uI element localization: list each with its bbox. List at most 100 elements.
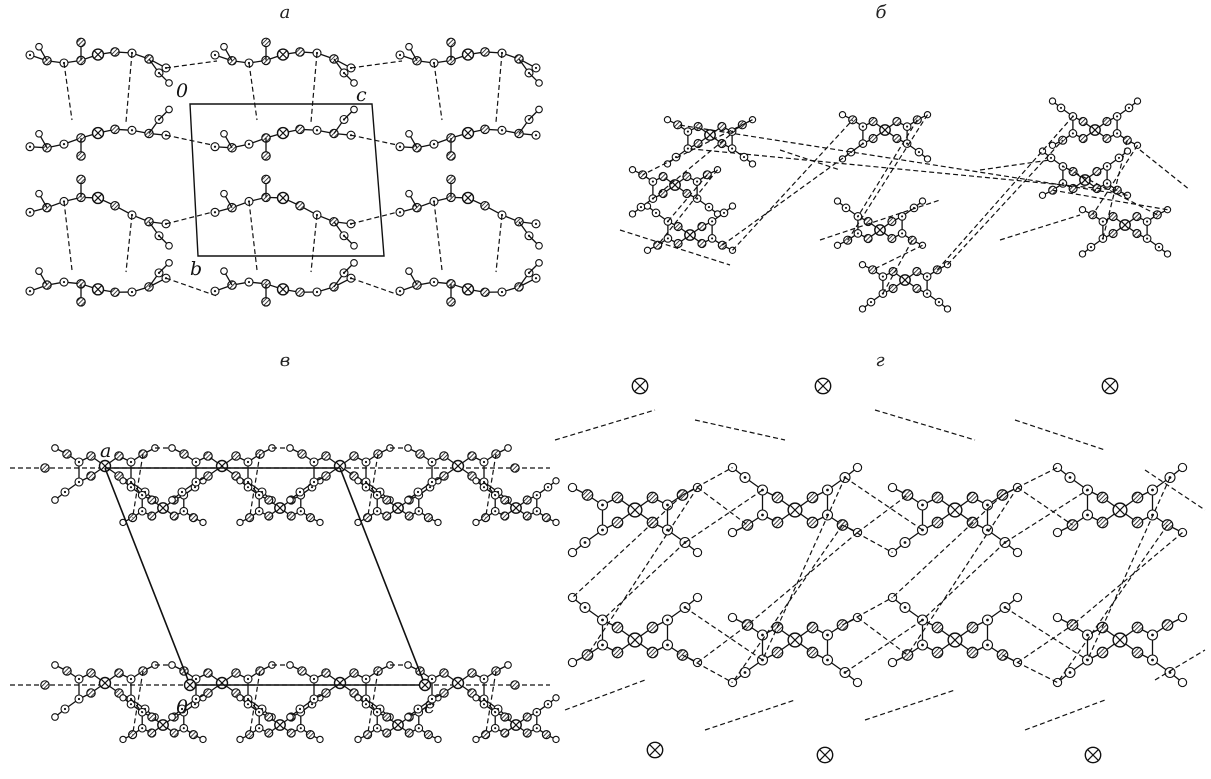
hydrogen-atom <box>236 518 244 527</box>
oxygen-atom <box>1096 516 1109 529</box>
oxygen-atom <box>188 730 198 740</box>
carbon-atom-dot <box>906 142 909 145</box>
hydrogen-bond-line <box>249 453 261 518</box>
carbon-atom-dot <box>310 486 314 489</box>
metal-atom-cross <box>875 225 885 235</box>
oxygen-atom <box>966 646 979 659</box>
metal-atom-cross <box>158 503 168 513</box>
hydrogen-atom <box>887 657 898 668</box>
hydrogen-atom <box>504 444 512 452</box>
carbon-atom-dot <box>77 677 81 681</box>
metal-atom-cross <box>900 275 910 285</box>
hydrogen-atom <box>643 246 652 254</box>
hydrogen-bond-line <box>694 419 786 441</box>
oxygen-atom <box>439 471 449 481</box>
metal-atom-cross <box>685 230 695 240</box>
carbon-atom-dot <box>856 232 859 235</box>
oxygen-atom <box>931 621 944 634</box>
hydrogen-atom <box>1078 250 1087 258</box>
hydrogen-bond-line <box>310 214 318 273</box>
hydrogen-atom <box>199 735 207 744</box>
carbon-atom-dot <box>312 697 316 701</box>
oxygen-atom <box>500 511 510 521</box>
hydrogen-bond-line <box>747 532 858 626</box>
carbon-atom-dot <box>696 197 699 200</box>
carbon-atom-dot <box>398 290 402 293</box>
carbon-atom-dot <box>1151 658 1154 662</box>
hydrogen-atom <box>887 482 898 493</box>
oxygen-atom <box>771 516 784 529</box>
carbon-atom-dot <box>180 707 184 711</box>
carbon-atom-dot <box>430 480 434 484</box>
carbon-atom-dot <box>1116 115 1119 118</box>
oxygen-atom <box>887 216 897 227</box>
carbon-atom-dot <box>743 476 747 479</box>
hydrogen-atom <box>535 259 543 267</box>
carbon-atom-dot <box>686 130 689 133</box>
hydrogen-atom <box>350 241 358 250</box>
hydrogen-bond-line <box>1144 469 1206 511</box>
carbon-atom-dot <box>844 206 848 209</box>
hydrogen-bond-line <box>1052 189 1168 211</box>
carbon-atom-dot <box>315 290 319 294</box>
hydrogen-atom <box>535 79 543 87</box>
oxygen-atom <box>931 516 944 529</box>
carbon-atom-dot <box>1106 165 1109 168</box>
carbon-atom-dot <box>194 697 198 701</box>
carbon-atom-dot <box>986 618 989 622</box>
carbon-atom-dot <box>130 129 134 132</box>
carbon-atom-dot <box>312 480 316 484</box>
hydrogen-atom <box>1052 462 1063 473</box>
hydrogen-atom <box>663 116 672 124</box>
hydrogen-bond-line <box>1057 524 1168 683</box>
hydrogen-bond-line <box>485 670 497 735</box>
metal-atom-cross <box>819 749 831 761</box>
oxygen-atom <box>673 120 683 130</box>
carbon-atom-dot <box>194 460 198 464</box>
oxygen-atom <box>415 449 425 459</box>
oxygen-atom <box>147 511 157 521</box>
oxygen-atom <box>295 200 305 211</box>
carbon-atom-dot <box>601 503 604 507</box>
carbon-atom-dot <box>986 503 989 507</box>
carbon-atom-dot <box>534 134 538 137</box>
hydrogen-atom <box>316 518 324 527</box>
hydrogen-bond-line <box>684 489 763 543</box>
oxygen-atom <box>179 449 189 459</box>
carbon-atom-dot <box>193 703 197 706</box>
oxygen-atom <box>321 471 331 481</box>
carbon-atom-dot <box>1116 132 1119 135</box>
hydrogen-bond-line <box>652 124 743 200</box>
metal-atom-cross <box>1104 380 1116 392</box>
carbon-atom-dot <box>180 490 184 494</box>
oxygen-atom <box>480 200 490 211</box>
oxygen-atom <box>114 668 124 678</box>
metal-atom-cross <box>463 128 473 138</box>
oxygen-atom <box>931 491 944 504</box>
hydrogen-bond-line <box>1002 654 1058 684</box>
oxygen-atom <box>305 513 315 523</box>
hydrogen-atom <box>404 713 412 721</box>
hydrogen-bond-line <box>844 619 923 673</box>
carbon-atom-dot <box>246 486 250 489</box>
panel-label-d: г <box>875 350 885 371</box>
carbon-atom-dot <box>77 480 81 484</box>
oxygen-atom <box>500 495 510 505</box>
hydrogen-atom <box>552 735 560 744</box>
carbon-atom-dot <box>364 486 368 489</box>
hydrogen-atom <box>51 496 59 504</box>
carbon-atom-dot <box>686 147 689 150</box>
metal-atom-cross <box>949 634 961 646</box>
carbon-atom-dot <box>77 460 81 464</box>
hydrogen-bond-line <box>697 624 748 663</box>
hydrogen-bond-line <box>165 60 218 69</box>
hydrogen-atom <box>628 210 637 218</box>
hydrogen-bond-line <box>63 62 73 121</box>
carbon-atom-dot <box>417 510 420 513</box>
oxygen-atom <box>147 495 157 505</box>
oxygen-atom <box>510 680 520 690</box>
oxygen-atom <box>522 712 532 722</box>
oxygen-atom <box>264 511 274 521</box>
carbon-atom-dot <box>1151 488 1154 492</box>
hydrogen-atom <box>220 42 228 51</box>
